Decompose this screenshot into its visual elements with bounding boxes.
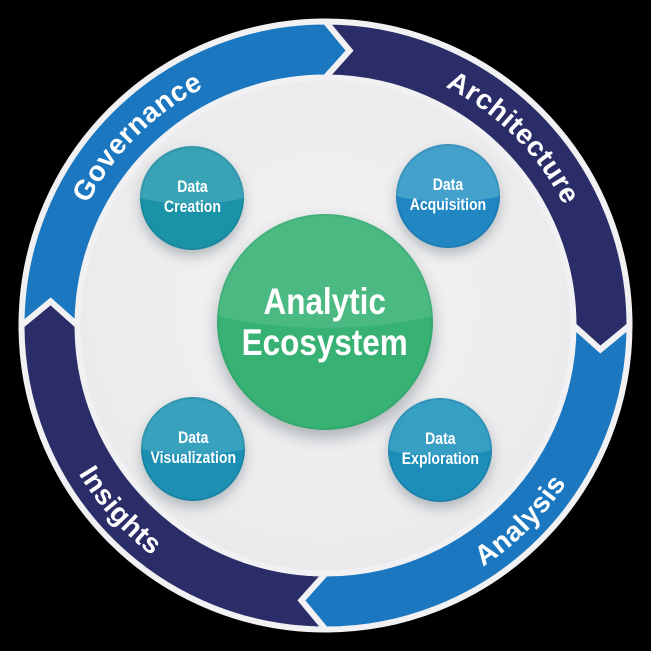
center-label: Analytic Ecosystem <box>241 280 409 363</box>
node-data-acquisition: Data Acquisition <box>396 144 500 248</box>
node-data-visualization: Data Visualization <box>141 397 245 501</box>
ring-segment-insights <box>18 297 333 633</box>
center-circle-analytic-ecosystem: Analytic Ecosystem <box>217 214 433 430</box>
node-data-exploration: Data Exploration <box>388 398 492 502</box>
node-data-creation: Data Creation <box>140 146 244 250</box>
node-label: Data Visualization <box>150 429 236 467</box>
node-label: Data Acquisition <box>409 176 487 214</box>
node-label: Data Exploration <box>401 430 479 468</box>
node-label: Data Creation <box>163 178 221 216</box>
